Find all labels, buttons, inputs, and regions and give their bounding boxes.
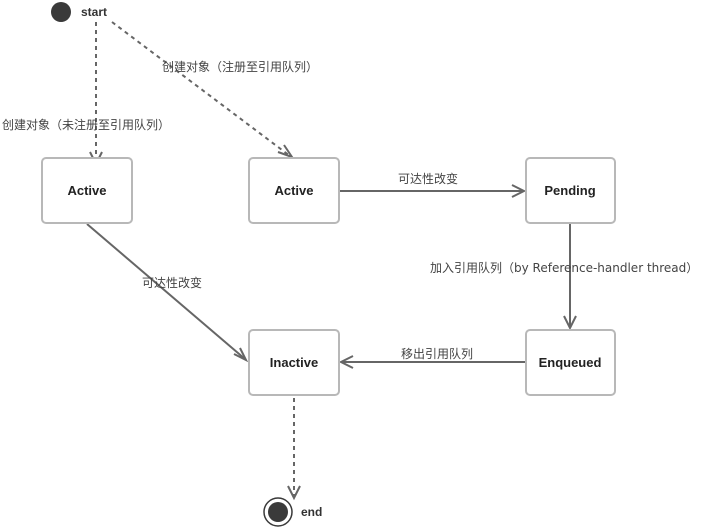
- state-enqueued: Enqueued: [525, 329, 616, 396]
- edge-start-to-active-left: [89, 22, 103, 167]
- start-node: start: [51, 2, 107, 22]
- state-active-left-label: Active: [67, 183, 106, 198]
- edge-label-enqueue: 加入引用队列（by Reference-handler thread）: [430, 260, 698, 275]
- state-active-right-label: Active: [274, 183, 313, 198]
- end-dot-icon: [268, 502, 288, 522]
- edge-inactive-to-end: [287, 398, 301, 501]
- edge-active-right-to-pending: [340, 184, 527, 198]
- state-pending: Pending: [525, 157, 616, 224]
- start-dot-icon: [51, 2, 71, 22]
- edge-enqueued-to-inactive: [338, 355, 525, 369]
- edge-start-to-active-right: [111, 21, 295, 159]
- edge-label-dequeue: 移出引用队列: [401, 346, 473, 361]
- end-node: end: [263, 497, 322, 527]
- state-active-right: Active: [248, 157, 340, 224]
- state-enqueued-label: Enqueued: [539, 355, 602, 370]
- state-active-left: Active: [41, 157, 133, 224]
- start-label: start: [81, 5, 107, 19]
- edge-label-create-unregistered: 创建对象（未注册至引用队列）: [2, 117, 170, 132]
- state-inactive-label: Inactive: [270, 355, 318, 370]
- edge-label-reachability-change-top: 可达性改变: [398, 171, 458, 186]
- edge-label-reachability-change-left: 可达性改变: [142, 275, 202, 290]
- edge-active-left-to-inactive: [86, 223, 249, 363]
- edge-pending-to-enqueued: [563, 224, 577, 331]
- edge-label-create-registered: 创建对象（注册至引用队列）: [162, 59, 318, 74]
- state-pending-label: Pending: [544, 183, 595, 198]
- state-inactive: Inactive: [248, 329, 340, 396]
- end-label: end: [301, 505, 322, 519]
